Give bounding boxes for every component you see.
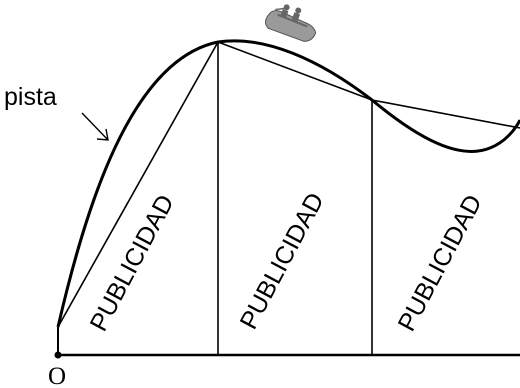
- track-label: pista: [4, 83, 57, 111]
- panel-3-text: PUBLICIDAD: [393, 190, 488, 336]
- arrow-icon: [81, 112, 109, 141]
- chord-1: [57, 41, 219, 328]
- panel-1-text: PUBLICIDAD: [85, 190, 180, 336]
- chord-3: [371, 99, 520, 129]
- panel-2-text: PUBLICIDAD: [235, 188, 330, 334]
- chord-2: [217, 41, 373, 101]
- boat-with-riders-icon: [265, 4, 317, 42]
- track-curve: [56, 39, 520, 328]
- origin-label: O: [48, 363, 66, 388]
